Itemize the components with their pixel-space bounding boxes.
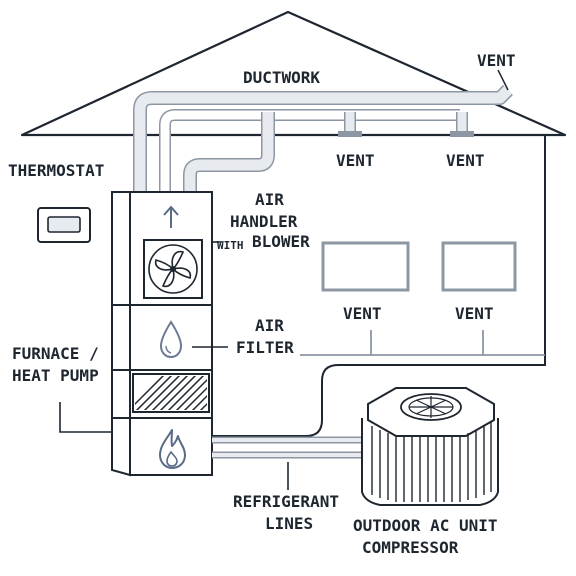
vent-roof-label: VENT <box>477 51 516 70</box>
vent-left-label: VENT <box>336 151 375 170</box>
water-drop-icon <box>159 320 183 359</box>
air-handler-label-with: WITH <box>217 239 244 252</box>
air-filter-label-2: FILTER <box>236 338 294 357</box>
house-roof <box>20 10 567 137</box>
furnace-label-1: FURNACE / <box>12 344 99 363</box>
filter-element <box>132 373 210 413</box>
vent-roof-leader <box>497 69 509 91</box>
refrigerant-lines <box>212 436 372 459</box>
vent-room-right-label: VENT <box>455 304 494 323</box>
refrigerant-label-2: LINES <box>265 514 314 533</box>
flame-icon <box>159 429 186 469</box>
thermostat-device <box>37 207 91 243</box>
outdoor-unit-label-2: COMPRESSOR <box>362 538 459 557</box>
thermostat-label: THERMOSTAT <box>8 161 105 180</box>
floor-line <box>300 330 545 356</box>
vent-room-left-label: VENT <box>343 304 382 323</box>
wall-vent-right <box>441 241 517 292</box>
air-handler-label-1: AIR <box>255 190 284 209</box>
up-arrow-icon <box>163 205 179 228</box>
air-filter-label-1: AIR <box>255 316 284 335</box>
house-wall <box>212 135 546 437</box>
ductwork <box>133 85 513 192</box>
outdoor-unit-label-1: OUTDOOR AC UNIT <box>353 516 498 535</box>
indoor-unit-cabinet <box>111 191 213 477</box>
wall-vent-left <box>321 241 410 292</box>
air-handler-label-2: HANDLER <box>230 212 298 231</box>
vent-right-label: VENT <box>446 151 485 170</box>
outdoor-ac-unit <box>361 387 499 506</box>
ductwork-label: DUCTWORK <box>243 68 321 87</box>
fan-icon <box>143 239 203 299</box>
furnace-label-2: HEAT PUMP <box>12 366 99 385</box>
leader-lines <box>59 241 289 490</box>
refrigerant-label-1: REFRIGERANT <box>233 492 339 511</box>
air-handler-label-3: BLOWER <box>252 232 310 251</box>
